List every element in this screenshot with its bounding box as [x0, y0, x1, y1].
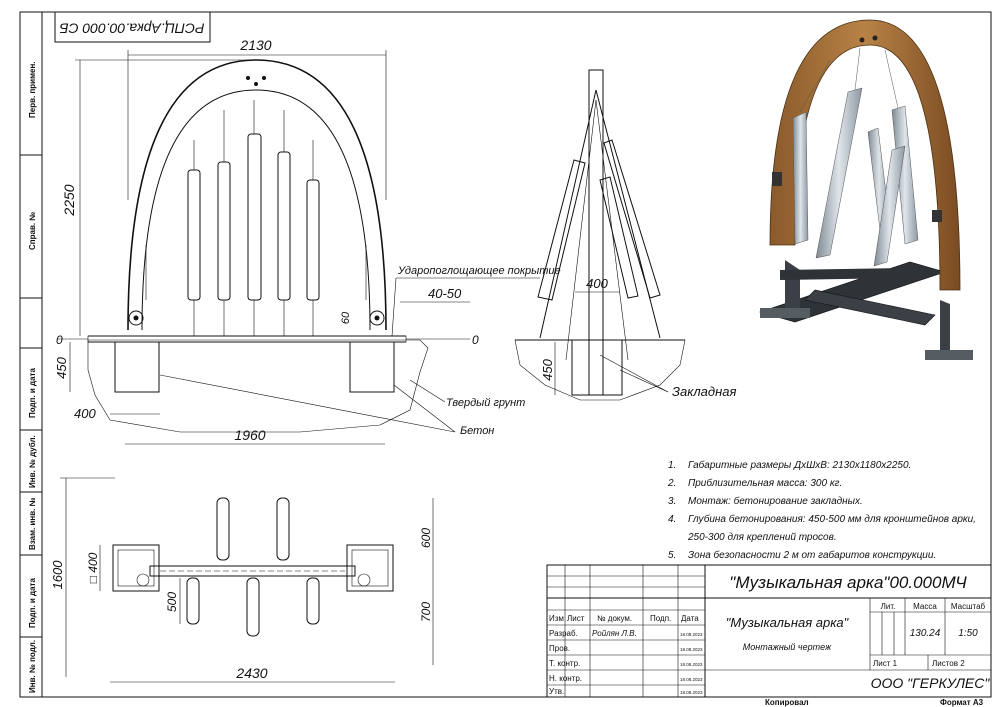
dim-cover: 40-50 [428, 286, 462, 301]
concrete-footing-left [114, 341, 160, 393]
scale-label: Масштаб [951, 602, 986, 611]
side-label: Инв. № дубл. [28, 435, 37, 488]
side-label: Справ. № [28, 212, 37, 250]
footer-format: Формат А3 [940, 698, 984, 707]
plan-dim-sq400: □ 400 [86, 552, 100, 583]
row-utv: Утв. [549, 687, 564, 696]
doc-code-box: РСПЦ.Арка.00.000 СБ [54, 11, 211, 43]
note-num: 1. [668, 460, 676, 471]
chime-tubes [145, 100, 367, 336]
date-razrab: 18.08.2023 [680, 632, 703, 637]
side-label: Взам. инв. № [28, 497, 37, 550]
side-footing [571, 339, 623, 396]
side-label: Перв. примен. [28, 61, 37, 118]
dim-base: 1960 [234, 427, 265, 443]
plan-dim-500: 500 [165, 592, 179, 612]
row-nkontr: Н. контр. [549, 674, 582, 683]
side-post [588, 69, 604, 396]
concrete-footing-right [349, 341, 395, 393]
scale-value: 1:50 [958, 628, 978, 639]
product-name: "Музыкальная арка" [726, 615, 850, 630]
note-num: 5. [668, 550, 676, 561]
hdr-docnum: № докум. [597, 614, 632, 623]
org-name: ООО "ГЕРКУЛЕС" [871, 675, 991, 691]
note-text: Габаритные размеры ДхШхВ: 2130х1180х2250… [688, 459, 911, 471]
note-text: 250-300 для креплений тросов. [687, 532, 837, 543]
dim-level-zero: 0 [56, 333, 63, 347]
date-utv: 18.08.2023 [680, 690, 703, 695]
plan-pad-left [112, 544, 160, 592]
mass-label: Масса [913, 602, 937, 611]
doc-title: "Музыкальная арка"00.000МЧ [729, 573, 967, 592]
ground-soil [87, 339, 429, 433]
note-num: 3. [668, 496, 676, 507]
razrab-name: Ройлян Л.В. [592, 629, 637, 638]
hdr-izm: Изм [549, 614, 564, 623]
dim-width: 2130 [239, 37, 271, 53]
product-subtitle: Монтажный чертеж [743, 642, 832, 652]
hdr-date: Дата [681, 614, 699, 623]
dim-level-zero-right: 0 [472, 333, 479, 347]
notes: 1. Габаритные размеры ДхШхВ: 2130х1180х2… [667, 459, 976, 561]
label-soil: Твердый грунт [446, 397, 525, 409]
arch-outer [127, 59, 387, 331]
lit-label: Лит. [881, 602, 896, 611]
note-text: Глубина бетонирования: 450-500 мм для кр… [688, 513, 976, 525]
doc-code-rotated: РСПЦ.Арка.00.000 СБ [59, 20, 204, 36]
side-stamp-strip: Перв. примен. Справ. № Подп. и дата Инв.… [19, 11, 43, 698]
dim-footing: 400 [74, 406, 96, 421]
label-concrete: Бетон [460, 425, 494, 437]
row-tkontr: Т. контр. [549, 659, 580, 668]
hdr-sign: Подп. [650, 614, 671, 623]
row-prov: Пров. [549, 644, 570, 653]
dim-height: 2250 [61, 184, 77, 216]
plan-dim-600: 600 [419, 528, 433, 548]
label-cover: Ударопоглощающее покрытие [397, 265, 561, 277]
hdr-list: Лист [567, 614, 585, 623]
sheets-label: Листов 2 [932, 659, 965, 668]
note-text: Монтаж: бетонирование закладных. [688, 495, 863, 507]
date-nkontr: 18.08.2023 [680, 677, 703, 682]
side-dim-450: 450 [540, 358, 555, 380]
note-text: Приблизительная масса: 300 кг. [688, 477, 842, 489]
plan-pad-right [346, 544, 394, 592]
plan-dim-700: 700 [419, 602, 433, 622]
wooden-arch [769, 19, 961, 291]
date-prov: 18.08.2023 [680, 647, 703, 652]
side-label: Подп. и дата [28, 368, 37, 418]
side-view: 400 450 Закладная [514, 69, 736, 401]
footer-copied: Копировал [765, 698, 809, 707]
title-block: Изм Лист № докум. Подп. Дата Разраб. Рой… [546, 564, 992, 698]
sheet-label: Лист 1 [873, 659, 898, 668]
side-label: Инв. № подл. [28, 640, 37, 693]
plan-beam [149, 565, 356, 577]
dim-depth: 450 [54, 356, 69, 378]
dim-60: 60 [340, 311, 352, 324]
side-dim-400: 400 [586, 276, 608, 291]
mass-value: 130.24 [910, 628, 941, 639]
note-num: 4. [668, 514, 676, 525]
arch-inner [141, 89, 371, 331]
date-tkontr: 18.08.2023 [680, 662, 703, 667]
plan-dim-1600: 1600 [50, 560, 65, 590]
front-view: 2130 2250 0 0 450 400 1960 60 40-50 Удар… [54, 37, 561, 445]
isometric-view [758, 19, 973, 360]
plan-view: 1600 □ 400 500 600 700 2430 [50, 477, 434, 683]
side-label: Подп. и дата [28, 578, 37, 628]
note-num: 2. [667, 478, 676, 489]
label-embed: Закладная [672, 384, 736, 399]
note-text: Зона безопасности 2 м от габаритов конст… [688, 549, 936, 561]
plan-dim-2430: 2430 [235, 665, 267, 681]
row-razrab: Разраб. [549, 629, 578, 638]
